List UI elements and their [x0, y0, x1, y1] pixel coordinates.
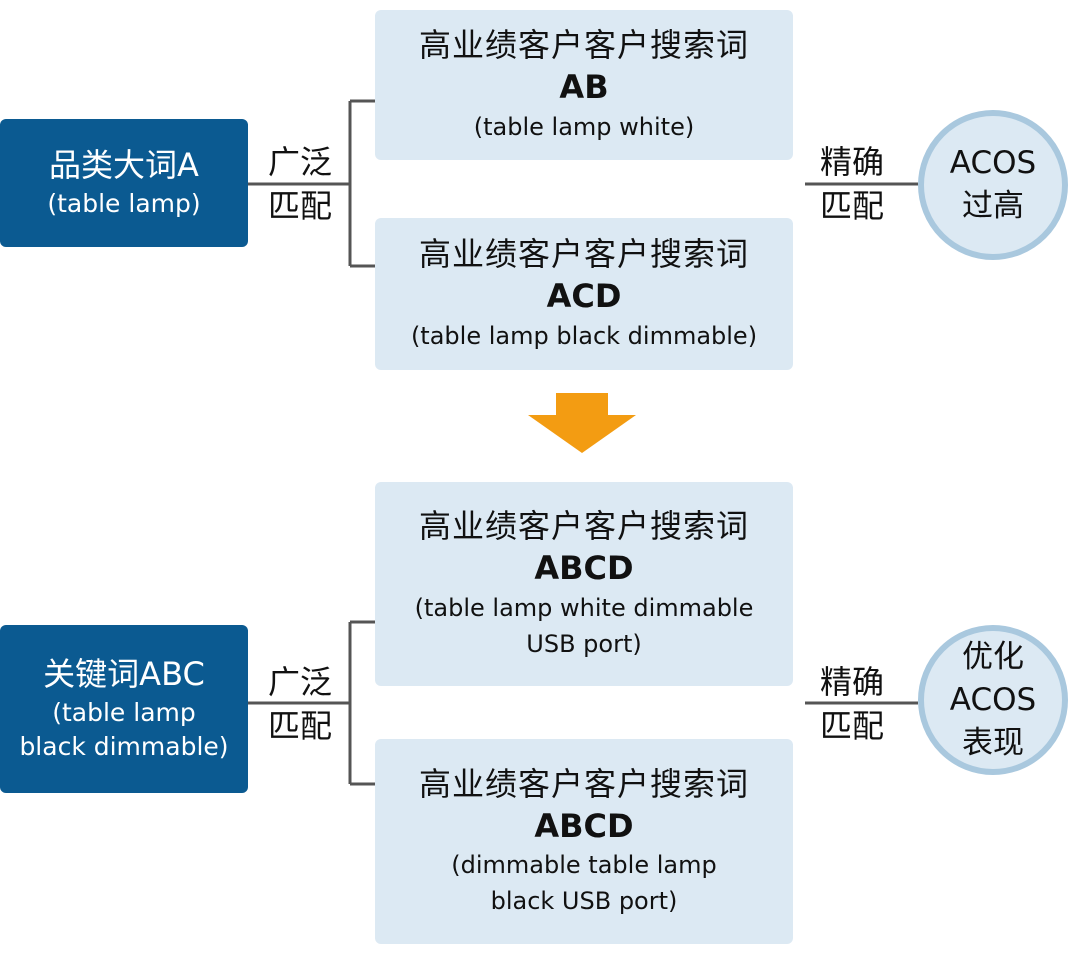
bottom-source-box: 关键词ABC (table lamp black dimmable) — [0, 625, 248, 793]
bottom-source-title: 关键词ABC — [43, 655, 205, 694]
top-target-2-example: (table lamp black dimmable) — [410, 321, 758, 350]
bottom-target-2-title: 高业绩客户客户搜索词 — [418, 764, 749, 803]
top-target-1-title: 高业绩客户客户搜索词 — [418, 26, 749, 65]
bottom-target-1-example: (table lamp white dimmable USB port) — [414, 593, 754, 658]
top-broad-match-label: 广泛 匹配 — [267, 143, 332, 225]
bottom-target-2-keyword: ABCD — [534, 806, 634, 845]
top-target-box-1: 高业绩客户客户搜索词 AB (table lamp white) — [375, 10, 793, 160]
top-target-2-keyword: ACD — [546, 277, 622, 316]
top-target-2-title: 高业绩客户客户搜索词 — [418, 235, 749, 274]
top-source-box: 品类大词A (table lamp) — [0, 119, 248, 247]
bottom-target-2-example: (dimmable table lamp black USB port) — [451, 851, 717, 916]
top-source-title: 品类大词A — [49, 146, 199, 185]
top-target-1-example: (table lamp white) — [473, 112, 695, 141]
down-arrow-icon — [528, 393, 636, 453]
bottom-exact-match-label: 精确 匹配 — [819, 663, 884, 745]
top-target-box-2: 高业绩客户客户搜索词 ACD (table lamp black dimmabl… — [375, 218, 793, 370]
bottom-target-1-title: 高业绩客户客户搜索词 — [418, 507, 749, 546]
top-target-1-keyword: AB — [559, 68, 609, 107]
top-source-subtitle: (table lamp) — [47, 188, 201, 218]
top-exact-match-label: 精确 匹配 — [819, 143, 884, 225]
top-result-circle: ACOS 过高 — [918, 110, 1068, 260]
bottom-broad-match-label: 广泛 匹配 — [267, 663, 332, 745]
bottom-target-1-keyword: ABCD — [534, 549, 634, 588]
bottom-result-circle: 优化 ACOS 表现 — [918, 625, 1068, 775]
bottom-target-box-1: 高业绩客户客户搜索词 ABCD (table lamp white dimmab… — [375, 482, 793, 686]
bottom-source-subtitle: (table lamp black dimmable) — [19, 698, 229, 761]
bottom-target-box-2: 高业绩客户客户搜索词 ABCD (dimmable table lamp bla… — [375, 739, 793, 944]
